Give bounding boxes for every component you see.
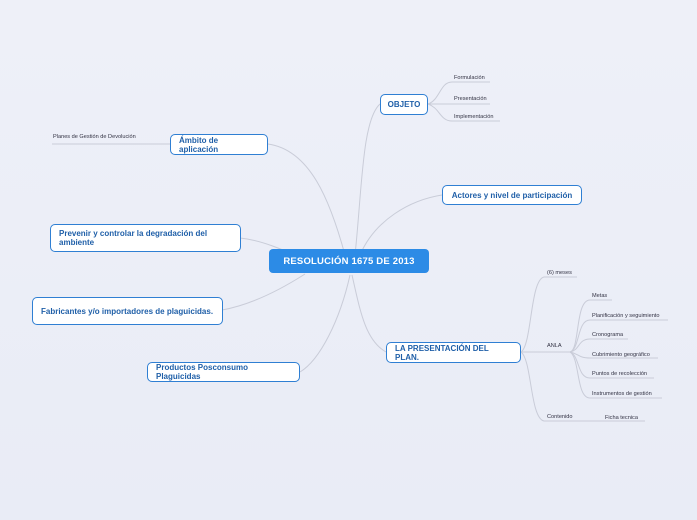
link-pres-meses [520, 276, 577, 353]
link-root-ambito [267, 143, 346, 256]
anla-child-planificacion[interactable]: Planificación y seguimiento [592, 313, 660, 319]
actores-node[interactable]: Actores y nivel de participación [442, 185, 582, 205]
ambito-child-planes[interactable]: Planes de Gestión de Devolución [53, 134, 136, 140]
anla-child-cubrimiento[interactable]: Cubrimiento geográfico [592, 352, 650, 358]
contenido-child-ficha[interactable]: Ficha tecnica [605, 415, 638, 421]
objeto-child-formulacion[interactable]: Formulación [454, 75, 485, 81]
fabricantes-node[interactable]: Fabricantes y/o importadores de plaguici… [32, 297, 223, 325]
root-node[interactable]: RESOLUCIÓN 1675 DE 2013 [269, 249, 429, 273]
anla-child-puntos[interactable]: Puntos de recolección [592, 371, 648, 377]
link-objeto-implementacion [427, 103, 500, 122]
link-root-actores [359, 194, 443, 256]
objeto-child-presentacion[interactable]: Presentación [454, 96, 487, 102]
link-root-fabricantes [221, 273, 306, 311]
anla-child-metas[interactable]: Metas [592, 293, 608, 299]
objeto-node[interactable]: OBJETO [380, 94, 428, 115]
link-objeto-formulacion [427, 81, 490, 105]
link-anla-cronograma [569, 338, 628, 353]
ambito-node[interactable]: Ámbito de aplicación [170, 134, 268, 155]
link-anla-puntos [569, 351, 654, 379]
anla-child-instrumentos[interactable]: Instrumentos de gestión [592, 391, 652, 397]
link-anla-instrumentos [569, 351, 662, 399]
presentacion-child-anla[interactable]: ANLA [547, 343, 562, 349]
link-root-presentacion [351, 274, 387, 353]
link-pres-contenido [520, 351, 577, 422]
link-root-objeto [354, 103, 381, 256]
objeto-child-implementacion[interactable]: Implementación [454, 114, 494, 120]
link-root-productos [299, 274, 351, 373]
presentacion-node[interactable]: LA PRESENTACIÓN DEL PLAN. [386, 342, 521, 363]
anla-child-cronograma[interactable]: Cronograma [592, 332, 624, 338]
link-anla-planificacion [569, 319, 668, 353]
prevenir-node[interactable]: Prevenir y controlar la degradación del … [50, 224, 241, 252]
presentacion-child-contenido[interactable]: Contenido [547, 414, 573, 420]
presentacion-child-meses[interactable]: (6) meses [547, 270, 572, 276]
link-anla-cubrimiento [569, 351, 658, 359]
productos-node[interactable]: Productos Posconsumo Plaguicidas [147, 362, 300, 382]
